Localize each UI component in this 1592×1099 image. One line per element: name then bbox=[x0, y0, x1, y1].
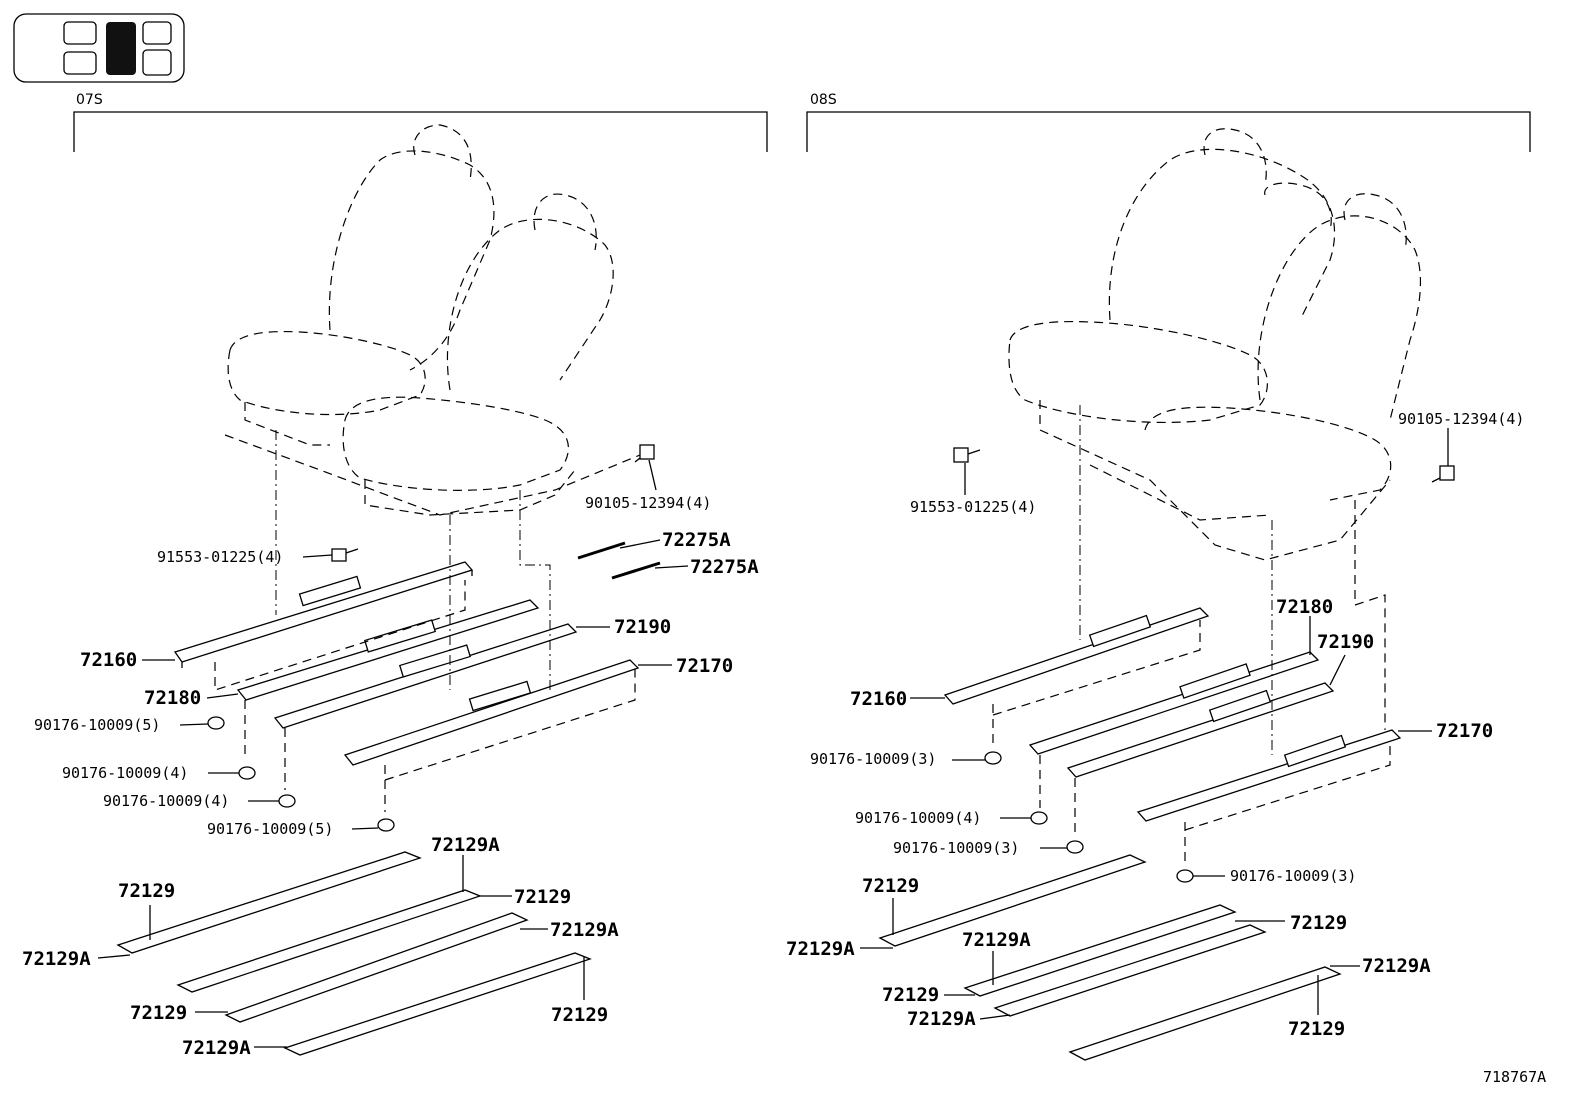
label-clip-72275A-upper: 72275A bbox=[662, 529, 731, 551]
label-cover-right-2: 72129A bbox=[786, 938, 855, 960]
section-bracket-right bbox=[806, 111, 1531, 152]
label-nut-left-2: 90176-10009(4) bbox=[62, 764, 188, 782]
bolt-91553-left bbox=[331, 548, 359, 562]
section-bracket-left bbox=[73, 111, 768, 152]
label-cover-right-8: 72129 bbox=[1288, 1018, 1345, 1040]
label-clip-72275A-lower: 72275A bbox=[690, 556, 759, 578]
rail-72190-left bbox=[273, 623, 578, 729]
nut-right-2 bbox=[1030, 811, 1048, 825]
label-nut-right-2: 90176-10009(4) bbox=[855, 809, 981, 827]
label-cover-right-5: 72129 bbox=[882, 984, 939, 1006]
section-label-right: 08S bbox=[810, 92, 837, 108]
label-cover-left-7: 72129 bbox=[551, 1004, 608, 1026]
label-cover-left-2: 72129 bbox=[118, 880, 175, 902]
section-label-left: 07S bbox=[76, 92, 103, 108]
label-cover-left-5: 72129A bbox=[22, 948, 91, 970]
reference-code: 718767A bbox=[1483, 1068, 1546, 1086]
label-cover-left-3: 72129 bbox=[514, 886, 571, 908]
clip-72275A-lower bbox=[611, 561, 661, 580]
label-cover-right-1: 72129 bbox=[862, 875, 919, 897]
label-bolt-91553-left: 91553-01225(4) bbox=[157, 548, 283, 566]
label-nut-left-1: 90176-10009(5) bbox=[34, 716, 160, 734]
nut-left-1 bbox=[207, 716, 225, 730]
rail-72160-left bbox=[173, 561, 474, 668]
label-cover-right-3: 72129A bbox=[962, 929, 1031, 951]
label-nut-left-4: 90176-10009(5) bbox=[207, 820, 333, 838]
rail-72170-left bbox=[343, 659, 640, 766]
label-rail-72180-left: 72180 bbox=[144, 687, 201, 709]
label-rail-72160-right: 72160 bbox=[850, 688, 907, 710]
label-cover-left-1: 72129A bbox=[431, 834, 500, 856]
label-rail-72170-left: 72170 bbox=[676, 655, 733, 677]
label-cover-right-7: 72129A bbox=[907, 1008, 976, 1030]
bolt-90105-right bbox=[1431, 465, 1455, 483]
rail-72160-right bbox=[943, 607, 1210, 705]
nut-left-2 bbox=[238, 766, 256, 780]
label-nut-right-4: 90176-10009(3) bbox=[1230, 867, 1356, 885]
label-nut-right-1: 90176-10009(3) bbox=[810, 750, 936, 768]
bolt-91553-right bbox=[953, 447, 981, 463]
label-rail-72180-right: 72180 bbox=[1276, 596, 1333, 618]
right-seats-illustration bbox=[1008, 128, 1422, 561]
label-rail-72190-right: 72190 bbox=[1317, 631, 1374, 653]
label-bolt-91553-right: 91553-01225(4) bbox=[910, 498, 1036, 516]
nut-right-4 bbox=[1176, 869, 1194, 883]
right-rails bbox=[943, 405, 1455, 883]
rail-72180-left bbox=[236, 599, 540, 701]
nut-left-4 bbox=[377, 818, 395, 832]
label-rail-72160-left: 72160 bbox=[80, 649, 137, 671]
clip-72275A-upper bbox=[577, 541, 626, 560]
label-bolt-90105-left: 90105-12394(4) bbox=[585, 494, 711, 512]
label-nut-right-3: 90176-10009(3) bbox=[893, 839, 1019, 857]
vehicle-locator-icon bbox=[13, 13, 185, 83]
label-bolt-90105-right: 90105-12394(4) bbox=[1398, 410, 1524, 428]
label-cover-left-8: 72129A bbox=[182, 1037, 251, 1059]
left-seats-illustration bbox=[224, 124, 641, 516]
right-floor-covers bbox=[878, 854, 1342, 1061]
rail-72180-right bbox=[1028, 651, 1320, 755]
label-cover-left-6: 72129 bbox=[130, 1002, 187, 1024]
left-rails bbox=[173, 430, 661, 832]
nut-right-3 bbox=[1066, 840, 1084, 854]
rail-72190-right bbox=[1066, 682, 1335, 778]
label-rail-72170-right: 72170 bbox=[1436, 720, 1493, 742]
rail-72170-right bbox=[1136, 729, 1402, 822]
left-floor-covers bbox=[116, 851, 592, 1056]
label-cover-right-4: 72129 bbox=[1290, 912, 1347, 934]
label-rail-72190-left: 72190 bbox=[614, 616, 671, 638]
nut-right-1 bbox=[984, 751, 1002, 765]
bolt-90105-left bbox=[634, 444, 655, 463]
label-cover-right-6: 72129A bbox=[1362, 955, 1431, 977]
label-cover-left-4: 72129A bbox=[550, 919, 619, 941]
label-nut-left-3: 90176-10009(4) bbox=[103, 792, 229, 810]
leader-lines bbox=[97, 428, 1449, 1048]
nut-left-3 bbox=[278, 794, 296, 808]
